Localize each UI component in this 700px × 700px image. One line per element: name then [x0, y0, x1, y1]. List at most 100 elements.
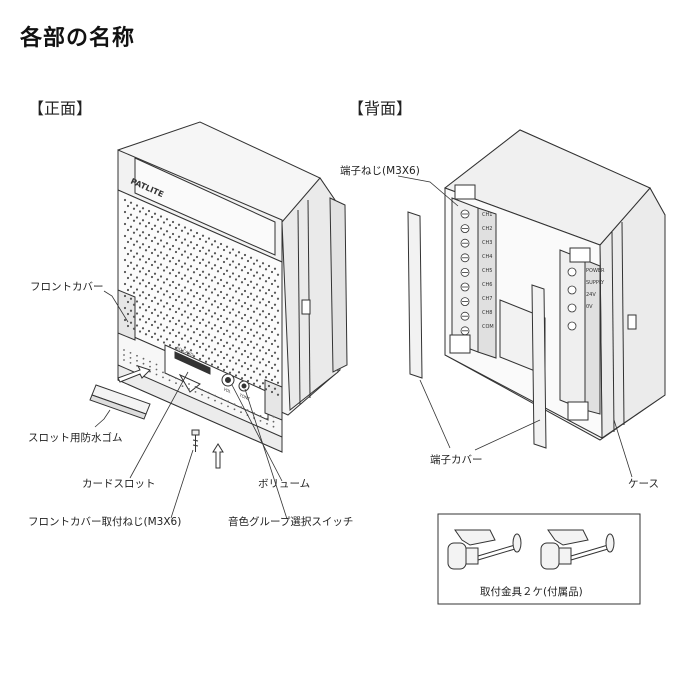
grille-dot — [171, 316, 175, 320]
grille-dot — [276, 369, 280, 372]
grille-dot — [231, 356, 235, 359]
grille-dot — [261, 274, 265, 277]
grille-dot — [231, 320, 235, 323]
grille-dot — [162, 305, 166, 308]
lower-grille-dot — [188, 383, 190, 385]
grille-dot — [255, 307, 259, 310]
grille-dot — [201, 354, 205, 357]
grille-dot — [267, 336, 271, 340]
grille-dot — [270, 282, 274, 286]
grille-dot — [234, 314, 238, 317]
grille-dot — [243, 301, 247, 305]
grille-dot — [231, 296, 235, 299]
grille-dot — [177, 259, 181, 262]
grille-dot — [132, 267, 136, 270]
terminal-label: CH4 — [482, 254, 493, 260]
grille-dot — [228, 299, 232, 302]
grille-dot — [126, 288, 130, 292]
lower-grille-dot — [272, 425, 275, 428]
grille-dot — [189, 301, 193, 304]
grille-dot — [156, 338, 160, 341]
grille-dot — [219, 302, 223, 306]
grille-dot — [273, 291, 277, 294]
grille-dot — [174, 238, 178, 242]
power-label: 24V — [586, 292, 596, 298]
lower-grille-dot — [149, 365, 151, 368]
grille-dot — [159, 239, 163, 242]
grille-dot — [189, 241, 193, 244]
grille-dot — [204, 336, 208, 339]
grille-dot — [243, 277, 247, 281]
grille-dot — [135, 288, 139, 291]
grille-dot — [252, 370, 256, 373]
grille-dot — [243, 289, 247, 293]
grille-dot — [165, 278, 169, 281]
grille-dot — [267, 384, 271, 388]
grille-dot — [123, 222, 127, 226]
grille-dot — [246, 319, 250, 323]
grille-dot — [201, 342, 205, 345]
grille-dot — [147, 233, 151, 237]
grille-dot — [201, 330, 205, 333]
grille-dot — [195, 351, 199, 355]
lower-grille-dot — [142, 362, 145, 365]
grille-dot — [153, 332, 157, 335]
grille-dot — [234, 302, 238, 305]
grille-dot — [159, 287, 163, 290]
grille-dot — [141, 267, 145, 270]
grille-dot — [267, 288, 271, 292]
grille-dot — [237, 251, 241, 254]
grille-dot — [213, 240, 217, 243]
grille-dot — [204, 264, 208, 267]
grille-dot — [162, 329, 166, 332]
grille-dot — [168, 320, 172, 323]
grille-dot — [252, 274, 256, 277]
grille-dot — [195, 279, 199, 283]
grille-dot — [165, 302, 169, 305]
grille-dot — [225, 245, 229, 248]
grille-dot — [150, 335, 154, 339]
grille-dot — [273, 267, 277, 270]
grille-dot — [225, 353, 229, 356]
grille-dot — [240, 365, 244, 368]
grille-dot — [276, 333, 280, 336]
grille-dot — [261, 382, 265, 385]
label-terminal-screw: 端子ねじ(M3X6) — [340, 165, 420, 177]
grille-dot — [252, 310, 256, 313]
grille-dot — [141, 279, 145, 282]
grille-dot — [246, 307, 250, 311]
lower-grille-dot — [201, 388, 203, 391]
grille-dot — [141, 231, 145, 234]
grille-dot — [195, 291, 199, 295]
grille-dot — [240, 257, 244, 260]
grille-dot — [204, 252, 208, 255]
grille-dot — [171, 244, 175, 248]
grille-dot — [252, 262, 256, 265]
grille-dot — [153, 272, 157, 275]
grille-dot — [129, 225, 133, 228]
grille-dot — [126, 276, 130, 280]
grille-dot — [201, 270, 205, 273]
grille-dot — [213, 360, 217, 363]
grille-dot — [177, 247, 181, 250]
grille-dot — [204, 276, 208, 279]
grille-dot — [267, 276, 271, 280]
grille-dot — [180, 289, 184, 292]
grille-dot — [138, 246, 142, 249]
grille-dot — [216, 354, 220, 357]
grille-dot — [186, 256, 190, 259]
grille-dot — [168, 272, 172, 275]
grille-dot — [237, 275, 241, 278]
grille-dot — [219, 314, 223, 318]
grille-dot — [126, 216, 130, 220]
grille-dot — [174, 334, 178, 338]
lower-grille-dot — [168, 379, 171, 382]
grille-dot — [168, 236, 172, 239]
grille-dot — [150, 263, 154, 267]
grille-dot — [183, 346, 187, 349]
grille-dot — [276, 321, 280, 324]
grille-dot — [183, 274, 187, 277]
grille-dot — [216, 366, 220, 369]
grille-dot — [192, 247, 196, 250]
power-label: POWER — [586, 268, 605, 274]
